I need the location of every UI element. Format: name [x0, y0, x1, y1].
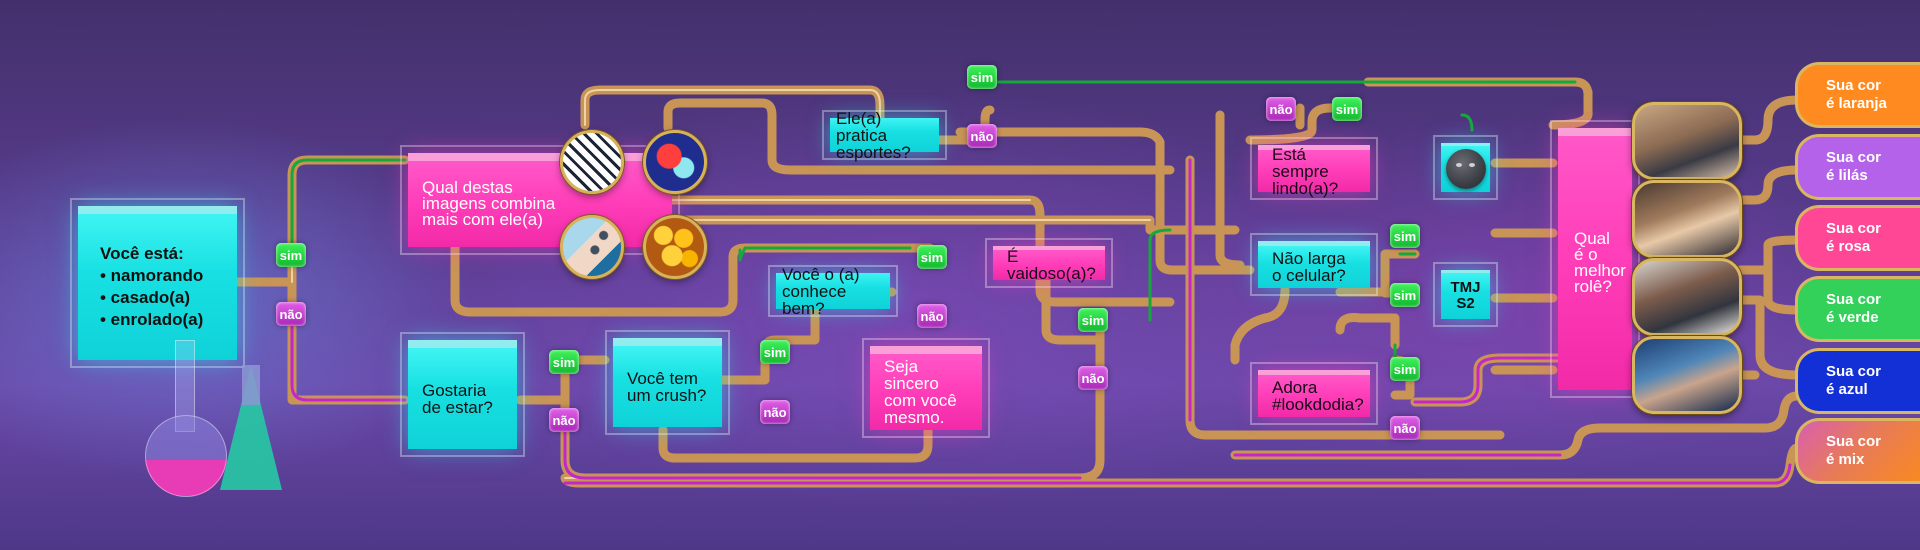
no-tag-knows[interactable]: não	[917, 304, 947, 328]
yes-tag-phone-1[interactable]: sim	[1390, 224, 1420, 248]
new-moon-face-icon	[1445, 149, 1486, 189]
tmj-box: TMJ S2	[1433, 262, 1498, 327]
green-pipe-stripes	[290, 80, 1577, 362]
start-question-box: Você está: • namorando • casado(a) • enr…	[70, 198, 245, 368]
question-wish-box: Gostaria de estar?	[400, 332, 525, 457]
question-sports-box: Ele(a) pratica esportes?	[822, 108, 947, 162]
no-tag-start[interactable]: não	[276, 302, 306, 326]
result-sincere-box: Seja sincero com você mesmo.	[862, 338, 990, 438]
result-mix[interactable]: Sua cor é mix	[1795, 418, 1920, 484]
magenta-pipe-stripes	[290, 158, 1792, 485]
no-tag-look[interactable]: não	[1390, 416, 1420, 440]
start-option-namorando[interactable]: • namorando	[100, 266, 204, 285]
moon-box	[1433, 135, 1498, 200]
question-date-box: Qual é o melhor rolê?	[1550, 120, 1640, 398]
question-date-text: Qual é o melhor rolê?	[1574, 229, 1626, 296]
result-green[interactable]: Sua cor é verde	[1795, 276, 1920, 342]
result-blue[interactable]: Sua cor é azul	[1795, 348, 1920, 414]
question-crush-box: Você tem um crush?	[605, 330, 730, 435]
question-handsome-text: Está sempre lindo(a)?	[1272, 144, 1339, 198]
yes-tag-start[interactable]: sim	[276, 243, 306, 267]
no-tag-vain[interactable]: não	[1078, 366, 1108, 390]
question-sports-text: Ele(a) pratica esportes?	[836, 108, 911, 162]
yes-tag-vain[interactable]: sim	[1078, 308, 1108, 332]
image-choice-couple-illustration[interactable]	[643, 130, 707, 194]
result-sincere-text: Seja sincero com você mesmo.	[884, 357, 957, 427]
yes-tag-wish[interactable]: sim	[549, 350, 579, 374]
yes-tag-handsome[interactable]: sim	[1332, 97, 1362, 121]
question-phone-box: Não larga o celular?	[1250, 233, 1378, 296]
yes-tag-look[interactable]: sim	[1390, 357, 1420, 381]
question-phone-text: Não larga o celular?	[1272, 249, 1346, 285]
result-pink[interactable]: Sua cor é rosa	[1795, 205, 1920, 271]
question-vain-text: É vaidoso(a)?	[1007, 247, 1096, 283]
question-handsome-box: Está sempre lindo(a)?	[1250, 137, 1378, 200]
date-photo-beach-couple[interactable]	[1632, 102, 1742, 180]
start-option-enrolado[interactable]: • enrolado(a)	[100, 310, 204, 329]
result-lilac[interactable]: Sua cor é lilás	[1795, 134, 1920, 200]
image-choice-emoji-crowd[interactable]	[643, 215, 707, 279]
question-vain-box: É vaidoso(a)?	[985, 238, 1113, 288]
date-photo-restaurant-couple[interactable]	[1632, 258, 1742, 336]
date-photo-party-couple[interactable]	[1632, 336, 1742, 414]
question-wish-text: Gostaria de estar?	[422, 380, 493, 417]
conical-flask-icon	[220, 365, 282, 495]
question-look-text: Adora #lookdodia?	[1272, 378, 1364, 414]
no-tag-sports[interactable]: não	[967, 124, 997, 148]
tmj-text: TMJ S2	[1450, 279, 1481, 312]
start-option-casado[interactable]: • casado(a)	[100, 288, 191, 307]
yes-tag-phone-2[interactable]: sim	[1390, 283, 1420, 307]
question-knows-box: Você o (a) conhece bem?	[768, 265, 898, 317]
start-heading: Você está:	[100, 244, 184, 263]
yes-tag-knows[interactable]: sim	[917, 245, 947, 269]
date-photo-laptop-couple[interactable]	[1632, 180, 1742, 258]
question-look-box: Adora #lookdodia?	[1250, 362, 1378, 425]
yes-tag-crush[interactable]: sim	[760, 340, 790, 364]
question-knows-text: Você o (a) conhece bem?	[782, 264, 860, 318]
question-images-text: Qual destas imagens combina mais com ele…	[422, 178, 556, 229]
no-tag-crush[interactable]: não	[760, 400, 790, 424]
no-tag-handsome[interactable]: não	[1266, 97, 1296, 121]
round-flask-icon	[145, 340, 227, 500]
no-tag-wish[interactable]: não	[549, 408, 579, 432]
yes-tag-sports[interactable]: sim	[967, 65, 997, 89]
image-choice-abstract-art[interactable]	[560, 215, 624, 279]
result-orange[interactable]: Sua cor é laranja	[1795, 62, 1920, 128]
question-images-box: Qual destas imagens combina mais com ele…	[400, 145, 680, 255]
question-crush-text: Você tem um crush?	[627, 368, 707, 405]
image-choice-geometric-pattern[interactable]	[560, 130, 624, 194]
